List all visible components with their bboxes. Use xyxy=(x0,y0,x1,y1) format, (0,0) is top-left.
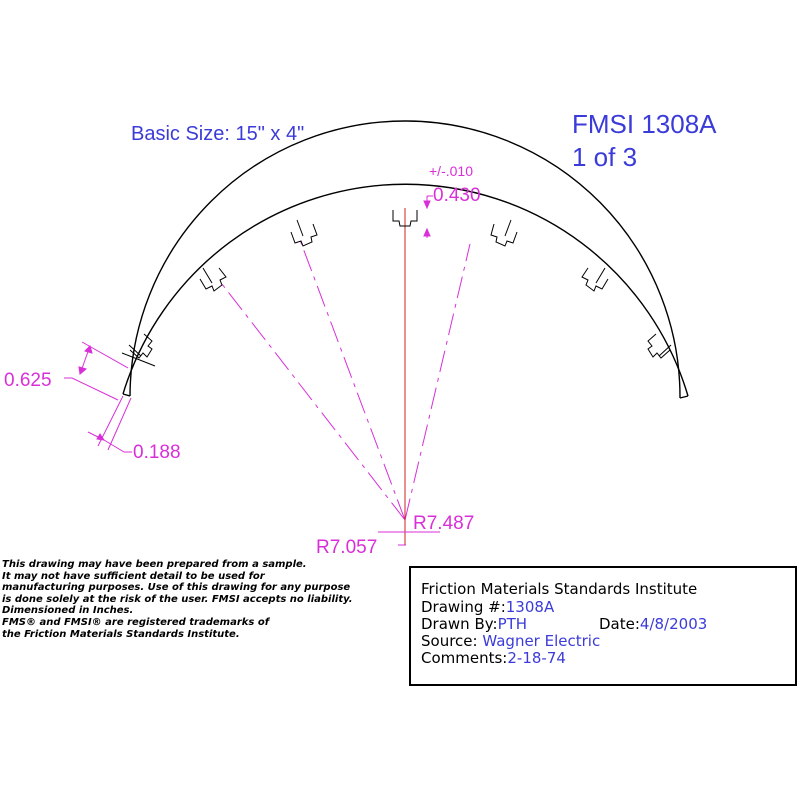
outer-arc xyxy=(122,183,689,397)
rivet-hole xyxy=(129,333,153,359)
radius-construction-lines xyxy=(221,239,471,521)
disclaimer-line: manufacturing purposes. Use of this draw… xyxy=(2,582,351,594)
edge-offset-label: 0.188 xyxy=(133,442,181,463)
title-source-row: Source: Wagner Electric xyxy=(421,632,600,650)
edge-height-label: 0.625 xyxy=(4,370,52,391)
outer-radius-label: R7.487 xyxy=(413,513,474,534)
source-label: Source: xyxy=(421,632,478,650)
part-number-label: FMSI 1308A xyxy=(572,109,717,139)
dim-edge-height xyxy=(64,341,129,401)
disclaimer-line: the Friction Materials Standards Institu… xyxy=(2,628,240,640)
rivet-hole xyxy=(581,267,609,292)
right-end xyxy=(679,395,689,399)
drawn-by-label: Drawn By: xyxy=(421,615,498,633)
disclaimer-line: It may not have sufficient detail to be … xyxy=(2,570,265,582)
rivet-hole xyxy=(290,223,318,247)
title-comments-row: Comments:2-18-74 xyxy=(421,649,566,667)
date-value: 4/8/2003 xyxy=(639,615,708,633)
title-drawing-row: Drawing #:1308A xyxy=(421,598,554,616)
rivet-hole xyxy=(392,210,418,227)
disclaimer-line: FMS® and FMSI® are registered trademarks… xyxy=(2,616,270,628)
lining-outline xyxy=(122,120,689,399)
basic-size-label: Basic Size: 15" x 4" xyxy=(131,123,304,145)
disclaimer-line: is done solely at the risk of the user. … xyxy=(2,593,353,605)
sheet-label: 1 of 3 xyxy=(572,142,637,172)
title-block: Friction Materials Standards Institute D… xyxy=(409,566,797,686)
rivet-tick-marks xyxy=(121,219,672,367)
drawing-number-label: Drawing #: xyxy=(421,598,506,616)
rivet-hole xyxy=(490,223,518,247)
disclaimer-line: Dimensioned in Inches. xyxy=(2,605,134,617)
comments-label: Comments: xyxy=(421,649,508,667)
rivet-depth-label: 0.430 xyxy=(433,185,481,206)
inner-radius-label: R7.057 xyxy=(316,537,377,558)
rivet-hole xyxy=(199,267,227,292)
source-value: Wagner Electric xyxy=(482,632,601,650)
title-drawn-row: Drawn By:PTH xyxy=(421,615,527,633)
tolerance-label: +/-.010 xyxy=(429,163,473,179)
date-label: Date: xyxy=(599,615,640,633)
drawing-number-value: 1308A xyxy=(505,598,555,616)
dim-radius-leaders xyxy=(378,531,440,546)
disclaimer-line: This drawing may have been prepared from… xyxy=(2,559,307,570)
dim-edge-offset xyxy=(87,395,132,453)
inner-arc xyxy=(129,120,681,399)
disclaimer: This drawing may have been prepared from… xyxy=(2,559,402,640)
title-organization-row: Friction Materials Standards Institute xyxy=(421,580,697,598)
rivet-hole xyxy=(647,333,671,359)
comments-value: 2-18-74 xyxy=(507,649,566,667)
dim-rivet-depth xyxy=(423,195,433,238)
organization-name: Friction Materials Standards Institute xyxy=(421,580,698,598)
left-end xyxy=(122,393,131,397)
rivet-holes xyxy=(129,210,671,359)
title-date-row: Date:4/8/2003 xyxy=(599,615,707,633)
drawn-by-value: PTH xyxy=(497,615,528,633)
